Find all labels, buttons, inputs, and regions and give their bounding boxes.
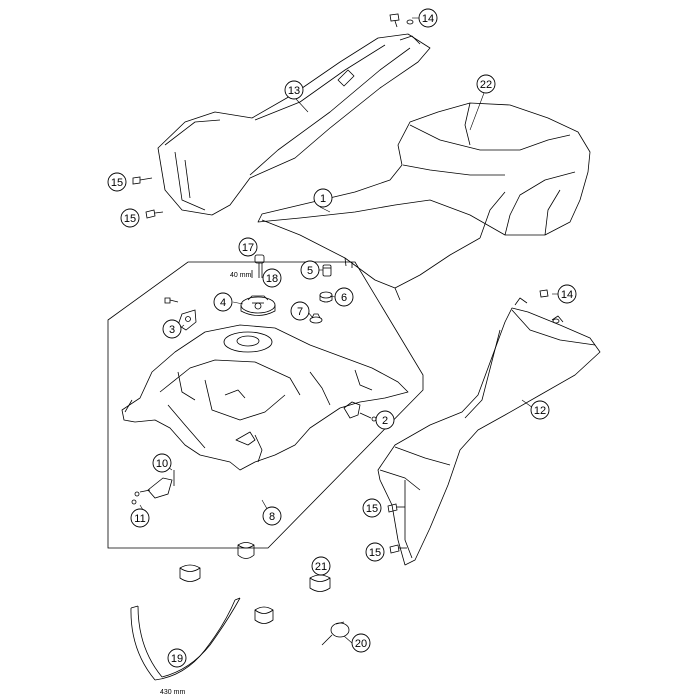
sleeve-part (322, 264, 332, 277)
svg-text:19: 19 (171, 653, 183, 665)
screw-15-right-a (387, 503, 405, 513)
screw-15-upper (132, 176, 153, 185)
callout-5: 5 (300, 260, 320, 280)
svg-text:10: 10 (156, 458, 168, 470)
callout-10: 10 (152, 453, 172, 473)
grommet (309, 313, 323, 324)
svg-text:15: 15 (124, 213, 136, 225)
screw-14-right (539, 289, 560, 324)
right-side-cover (377, 297, 601, 566)
svg-text:2: 2 (382, 415, 388, 427)
svg-text:13: 13 (288, 85, 300, 97)
callout-15-right-a: 15 (362, 498, 382, 518)
screw-14-upper (389, 13, 414, 28)
screw-15-lower (145, 209, 164, 219)
fuel-cap (240, 295, 276, 316)
leader-lines (139, 17, 562, 644)
cable-tie (321, 621, 350, 646)
hose-clamp-2 (179, 564, 201, 582)
svg-text:17: 17 (242, 242, 254, 254)
vent-valve (251, 254, 265, 278)
fuel-tank-group-frame (107, 261, 424, 549)
callout-8: 8 (262, 506, 282, 526)
rubber-bushing (319, 291, 333, 303)
svg-text:6: 6 (341, 292, 347, 304)
callout-3: 3 (162, 319, 182, 339)
callout-18: 18 (262, 268, 282, 288)
callout-14-upper: 14 (418, 8, 438, 28)
callout-4: 4 (213, 292, 233, 312)
callout-1: 1 (313, 188, 333, 208)
vent-hose-dimension: 40 mm (230, 272, 252, 279)
svg-text:5: 5 (307, 265, 313, 277)
svg-text:22: 22 (480, 79, 492, 91)
callout-12: 12 (530, 400, 550, 420)
callout-14-right: 14 (557, 284, 577, 304)
svg-text:15: 15 (369, 547, 381, 559)
callout-2: 2 (375, 410, 395, 430)
hose-clamp-1 (237, 542, 255, 559)
callout-15-upper: 15 (107, 172, 127, 192)
fuel-tank (121, 324, 409, 471)
callout-7: 7 (290, 301, 310, 321)
screw-15-right-b (389, 544, 407, 554)
svg-text:18: 18 (266, 273, 278, 285)
callout-21: 21 (311, 556, 331, 576)
callout-20: 20 (351, 633, 371, 653)
callout-17: 17 (238, 237, 258, 257)
fuel-tap (131, 470, 175, 505)
hose-clamp-4 (254, 606, 274, 624)
svg-text:7: 7 (297, 306, 303, 318)
callout-15-right-b: 15 (365, 542, 385, 562)
seat (257, 102, 591, 301)
callout-15-lower: 15 (120, 208, 140, 228)
svg-text:11: 11 (134, 513, 145, 525)
clip-part (343, 401, 377, 422)
svg-text:8: 8 (269, 511, 275, 523)
svg-text:14: 14 (561, 289, 573, 301)
callout-11: 11 (130, 508, 150, 528)
left-side-cover (157, 33, 431, 216)
svg-text:21: 21 (315, 561, 327, 573)
svg-text:20: 20 (355, 638, 367, 650)
hose-clamp-3 (309, 574, 331, 592)
svg-text:1: 1 (320, 193, 326, 205)
callout-22: 22 (476, 74, 496, 94)
fuel-hose (130, 597, 241, 681)
svg-text:14: 14 (422, 13, 434, 25)
screw-small (169, 299, 179, 303)
callout-group: 1 2 3 4 5 6 7 8 10 11 12 13 14 14 15 15 … (107, 8, 577, 668)
callout-6: 6 (334, 287, 354, 307)
svg-text:12: 12 (534, 405, 546, 417)
svg-text:15: 15 (111, 177, 123, 189)
svg-text:3: 3 (169, 324, 175, 336)
svg-text:4: 4 (220, 297, 226, 309)
fuel-hose-dimension: 430 mm (160, 689, 185, 696)
callout-19: 19 (167, 648, 187, 668)
svg-text:15: 15 (366, 503, 378, 515)
callout-13: 13 (284, 80, 304, 100)
